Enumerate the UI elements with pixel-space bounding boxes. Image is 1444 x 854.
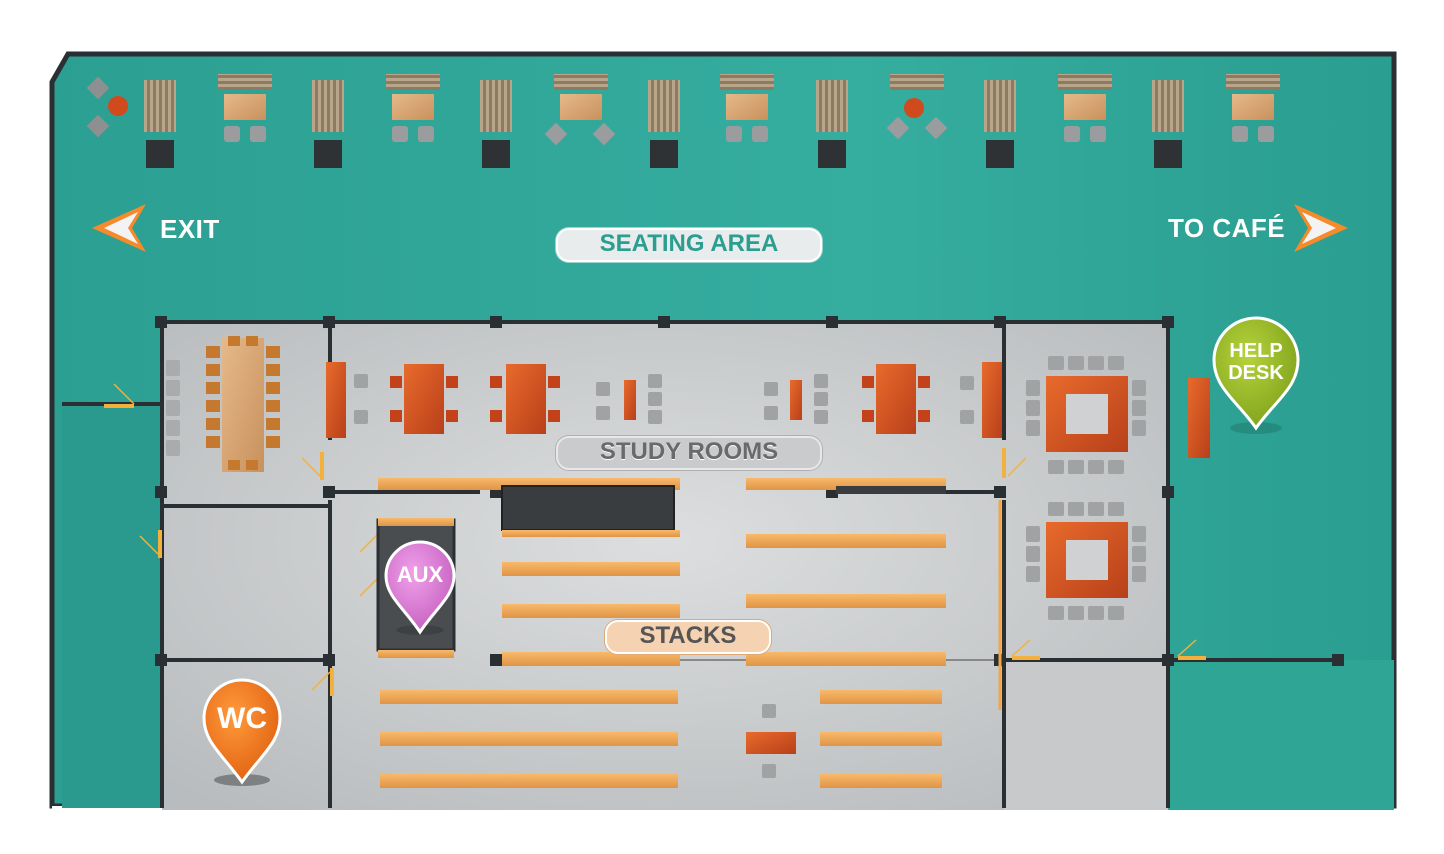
- wc-pin-icon[interactable]: [202, 678, 282, 786]
- help-desk-pin-label[interactable]: HELP DESK: [1214, 340, 1298, 384]
- study-room-furniture: [326, 362, 1002, 438]
- wc-pin-label[interactable]: WC: [217, 702, 267, 735]
- help-desk-line2: DESK: [1228, 362, 1284, 384]
- aux-pin-icon[interactable]: [384, 540, 456, 635]
- exit-label[interactable]: EXIT: [160, 214, 220, 244]
- seating-furniture: [86, 74, 1280, 168]
- door-swings: [113, 383, 1197, 691]
- stacks-label: STACKS: [605, 620, 771, 654]
- cafe-arrow-icon[interactable]: [1294, 204, 1348, 252]
- lounge-group-1: [86, 76, 128, 138]
- exit-arrow-icon[interactable]: [92, 204, 146, 252]
- seating-area-label: SEATING AREA: [556, 228, 822, 262]
- to-cafe-label[interactable]: TO CAFÉ: [1168, 213, 1286, 243]
- study-rooms-label: STUDY ROOMS: [556, 436, 822, 470]
- meeting-room-furniture: [1026, 356, 1210, 620]
- aux-pin-label[interactable]: AUX: [396, 562, 444, 587]
- conference-room-furniture: [166, 336, 280, 472]
- help-desk-pin-icon[interactable]: [1212, 316, 1300, 434]
- help-desk-line1: HELP: [1229, 340, 1283, 362]
